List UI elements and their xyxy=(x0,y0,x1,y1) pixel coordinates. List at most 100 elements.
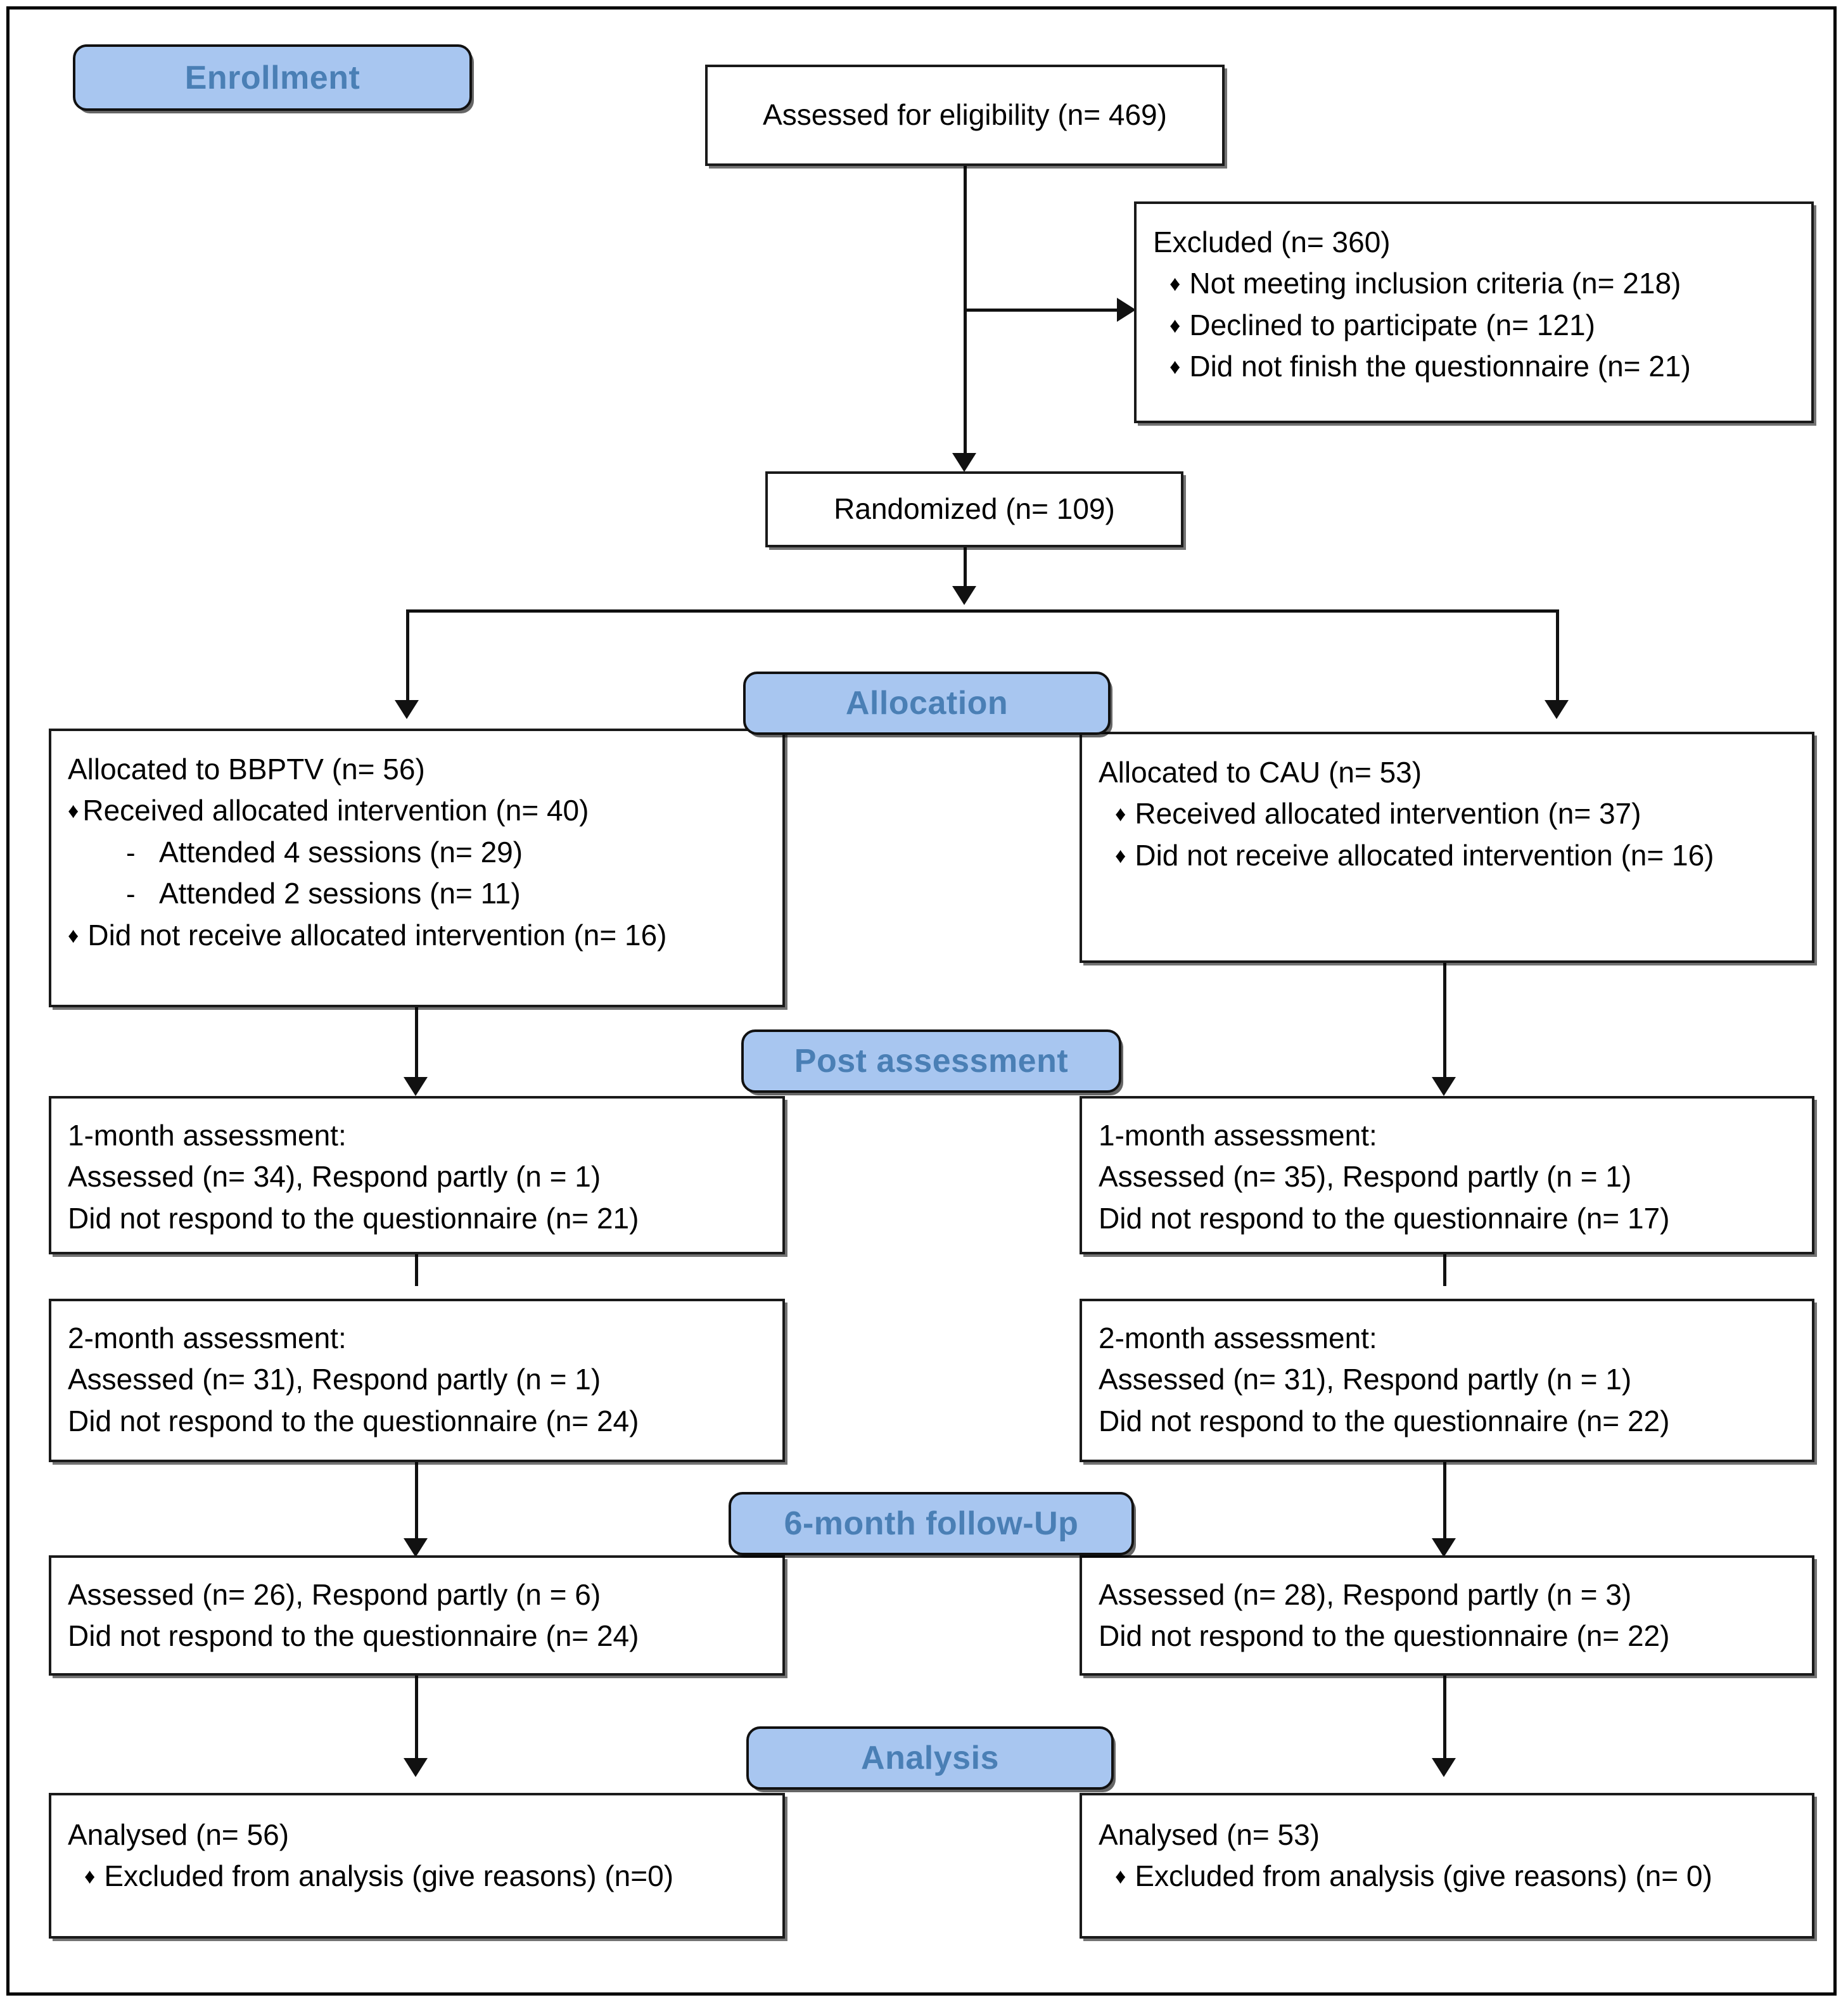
assessed-for-eligibility-text: Assessed for eligibility (n= 469) xyxy=(763,98,1167,132)
diamond-bullet-icon: ♦ xyxy=(84,1864,96,1889)
stage-label-enrollment: Enrollment xyxy=(73,44,472,111)
allocated-cau-received: Received allocated intervention (n= 37) xyxy=(1135,797,1641,831)
excluded-title: Excluded (n= 360) xyxy=(1153,226,1391,258)
box-allocated-cau: Allocated to CAU (n= 53) ♦ Received allo… xyxy=(1080,732,1814,963)
connector-followup-to-analysis-left xyxy=(415,1676,418,1764)
followup-bbptv-assessed: Assessed (n= 26), Respond partly (n = 6) xyxy=(68,1578,601,1611)
followup-cau-assessed: Assessed (n= 28), Respond partly (n = 3) xyxy=(1099,1578,1632,1611)
box-followup-bbptv: Assessed (n= 26), Respond partly (n = 6)… xyxy=(49,1555,785,1676)
arrow-followup-to-analysis-right xyxy=(1432,1758,1456,1777)
analysis-cau-excluded: Excluded from analysis (give reasons) (n… xyxy=(1135,1859,1712,1893)
post2-cau-header: 2-month assessment: xyxy=(1099,1322,1377,1354)
connector-post1-to-post2-right xyxy=(1443,1254,1446,1286)
allocated-bbptv-received-row: ♦ Received allocated intervention (n= 40… xyxy=(68,790,766,831)
randomized-text: Randomized (n= 109) xyxy=(834,492,1115,526)
post1-cau-header: 1-month assessment: xyxy=(1099,1119,1377,1152)
connector-post1-to-post2-left xyxy=(415,1254,418,1286)
connector-split-horizontal xyxy=(406,609,1559,613)
stage-label-allocation-text: Allocation xyxy=(845,685,1009,722)
excluded-reason-row: ♦ Did not finish the questionnaire (n= 2… xyxy=(1153,346,1795,387)
stage-label-followup-text: 6-month follow-Up xyxy=(784,1505,1079,1542)
connector-post2-to-followup-right xyxy=(1443,1462,1446,1545)
diamond-bullet-icon: ♦ xyxy=(68,799,79,824)
diamond-bullet-icon: ♦ xyxy=(1169,354,1181,379)
connector-split-left-drop xyxy=(406,609,409,704)
stage-label-followup: 6-month follow-Up xyxy=(729,1492,1134,1555)
excluded-reason-3: Did not finish the questionnaire (n= 21) xyxy=(1189,349,1691,383)
allocated-cau-not-received: Did not receive allocated intervention (… xyxy=(1135,838,1714,872)
allocated-bbptv-title: Allocated to BBPTV (n= 56) xyxy=(68,753,425,786)
arrow-cau-alloc-to-post1 xyxy=(1432,1077,1456,1096)
dash-bullet-icon: - xyxy=(126,879,136,910)
excluded-reason-1: Not meeting inclusion criteria (n= 218) xyxy=(1189,267,1681,300)
box-followup-cau: Assessed (n= 28), Respond partly (n = 3)… xyxy=(1080,1555,1814,1676)
box-post2-cau: 2-month assessment: Assessed (n= 31), Re… xyxy=(1080,1299,1814,1462)
arrow-post2-to-followup-left xyxy=(404,1538,428,1557)
box-excluded: Excluded (n= 360) ♦ Not meeting inclusio… xyxy=(1134,201,1814,423)
stage-label-enrollment-text: Enrollment xyxy=(184,59,360,96)
analysis-cau-analysed: Analysed (n= 53) xyxy=(1099,1818,1320,1851)
arrow-to-allocated-bbptv xyxy=(395,700,419,719)
arrow-bbptv-alloc-to-post1 xyxy=(404,1077,428,1096)
analysis-bbptv-excluded-row: ♦ Excluded from analysis (give reasons) … xyxy=(68,1856,766,1897)
post1-bbptv-header: 1-month assessment: xyxy=(68,1119,347,1152)
analysis-bbptv-analysed: Analysed (n= 56) xyxy=(68,1818,290,1851)
arrow-followup-to-analysis-left xyxy=(404,1758,428,1777)
connector-assessed-to-excluded xyxy=(964,309,1122,312)
excluded-reason-row: ♦ Declined to participate (n= 121) xyxy=(1153,305,1795,346)
box-allocated-bbptv: Allocated to BBPTV (n= 56) ♦ Received al… xyxy=(49,729,785,1007)
post2-bbptv-header: 2-month assessment: xyxy=(68,1322,347,1354)
stage-label-post-assessment-text: Post assessment xyxy=(794,1043,1069,1080)
post1-bbptv-no-response: Did not respond to the questionnaire (n=… xyxy=(68,1201,639,1235)
connector-assessed-to-randomized xyxy=(964,166,967,457)
box-assessed-for-eligibility: Assessed for eligibility (n= 469) xyxy=(705,65,1225,166)
dash-bullet-icon: - xyxy=(126,837,136,869)
allocated-cau-title: Allocated to CAU (n= 53) xyxy=(1099,756,1422,789)
box-post1-cau: 1-month assessment: Assessed (n= 35), Re… xyxy=(1080,1096,1814,1254)
allocated-bbptv-sessions-4: Attended 4 sessions (n= 29) xyxy=(159,835,523,869)
stage-label-analysis: Analysis xyxy=(746,1726,1114,1790)
post2-bbptv-assessed: Assessed (n= 31), Respond partly (n = 1) xyxy=(68,1363,601,1396)
diagram-outer-frame xyxy=(6,6,1837,1996)
diamond-bullet-icon: ♦ xyxy=(1169,313,1181,338)
allocated-bbptv-received: Received allocated intervention (n= 40) xyxy=(82,794,589,827)
connector-followup-to-analysis-right xyxy=(1443,1676,1446,1764)
allocated-bbptv-session-row: - Attended 4 sessions (n= 29) xyxy=(68,832,766,873)
post2-bbptv-no-response: Did not respond to the questionnaire (n=… xyxy=(68,1404,639,1437)
arrow-to-excluded xyxy=(1117,298,1136,322)
connector-randomized-down xyxy=(964,547,967,592)
allocated-cau-not-received-row: ♦ Did not receive allocated intervention… xyxy=(1099,835,1795,876)
diamond-bullet-icon: ♦ xyxy=(1115,1864,1126,1889)
post1-bbptv-assessed: Assessed (n= 34), Respond partly (n = 1) xyxy=(68,1160,601,1194)
box-randomized: Randomized (n= 109) xyxy=(765,471,1183,547)
allocated-bbptv-not-received: Did not receive allocated intervention (… xyxy=(87,918,667,952)
box-post1-bbptv: 1-month assessment: Assessed (n= 34), Re… xyxy=(49,1096,785,1254)
allocated-bbptv-session-row: - Attended 2 sessions (n= 11) xyxy=(68,873,766,914)
diamond-bullet-icon: ♦ xyxy=(1169,272,1181,296)
post1-cau-no-response: Did not respond to the questionnaire (n=… xyxy=(1099,1201,1670,1235)
stage-label-analysis-text: Analysis xyxy=(861,1740,999,1776)
box-analysis-cau: Analysed (n= 53) ♦ Excluded from analysi… xyxy=(1080,1793,1814,1939)
diamond-bullet-icon: ♦ xyxy=(68,923,79,948)
arrow-assessed-to-randomized xyxy=(952,453,976,472)
excluded-reason-2: Declined to participate (n= 121) xyxy=(1189,308,1595,341)
followup-bbptv-no-response: Did not respond to the questionnaire (n=… xyxy=(68,1619,639,1653)
allocated-cau-received-row: ♦ Received allocated intervention (n= 37… xyxy=(1099,793,1795,834)
arrow-randomized-split xyxy=(952,586,976,605)
analysis-cau-excluded-row: ♦ Excluded from analysis (give reasons) … xyxy=(1099,1856,1795,1897)
analysis-bbptv-excluded: Excluded from analysis (give reasons) (n… xyxy=(104,1859,674,1893)
excluded-reason-row: ♦ Not meeting inclusion criteria (n= 218… xyxy=(1153,263,1795,304)
followup-cau-no-response: Did not respond to the questionnaire (n=… xyxy=(1099,1619,1670,1653)
stage-label-post-assessment: Post assessment xyxy=(741,1029,1121,1093)
post2-cau-no-response: Did not respond to the questionnaire (n=… xyxy=(1099,1404,1670,1437)
allocated-bbptv-sessions-2: Attended 2 sessions (n= 11) xyxy=(159,877,521,910)
arrow-to-allocated-cau xyxy=(1545,700,1569,719)
connector-split-right-drop xyxy=(1556,609,1559,704)
connector-bbptv-alloc-to-post1 xyxy=(415,1007,418,1083)
connector-post2-to-followup-left xyxy=(415,1462,418,1545)
diamond-bullet-icon: ♦ xyxy=(1115,843,1126,868)
diamond-bullet-icon: ♦ xyxy=(1115,802,1126,827)
arrow-post2-to-followup-right xyxy=(1432,1538,1456,1557)
post1-cau-assessed: Assessed (n= 35), Respond partly (n = 1) xyxy=(1099,1160,1632,1194)
box-post2-bbptv: 2-month assessment: Assessed (n= 31), Re… xyxy=(49,1299,785,1462)
